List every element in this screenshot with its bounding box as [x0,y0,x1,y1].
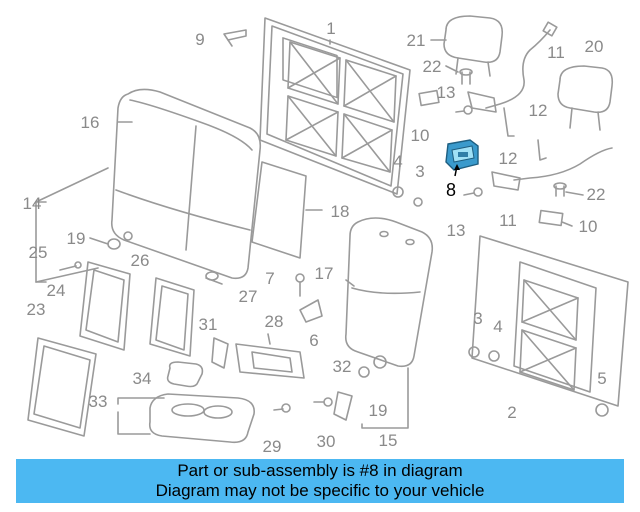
callout-32: 32 [333,357,352,376]
callout-10a: 10 [411,126,430,145]
callout-20: 20 [585,37,604,56]
banner-line-1: Part or sub-assembly is #8 in diagram [177,461,463,480]
part-32-hinge [333,391,353,421]
fasteners-3-4-5 [392,186,609,417]
callout-22b: 22 [587,185,606,204]
callout-12a: 12 [499,149,518,168]
part-11-cable [485,21,613,181]
callout-5: 5 [597,369,606,388]
part-9-clip [223,29,247,47]
callout-21: 21 [407,31,426,50]
callout-18: 18 [331,202,350,221]
callout-34: 34 [133,369,152,388]
leader-lines [35,39,584,435]
part-16-seatback-cushion [110,88,262,280]
callout-27: 27 [239,287,258,306]
callout-13a: 13 [437,83,456,102]
part-20-headrest [557,65,614,131]
callout-2: 2 [507,403,516,422]
callout-3b: 3 [473,309,482,328]
headrest-bracket-lower [491,171,521,191]
callout-29: 29 [263,437,282,456]
part-28-hinge-assembly [235,333,305,379]
part-17-side-cushion [344,217,434,368]
misc-bolts [59,261,333,413]
callout-9: 9 [195,30,204,49]
part-10-button [418,89,440,107]
callout-4b: 4 [493,317,502,336]
part-33-armrest [148,393,255,444]
part-12-bracket-b [537,139,547,161]
callout-14: 14 [23,194,42,213]
callout-3a: 3 [415,162,424,181]
callout-7: 7 [265,269,274,288]
callout-1: 1 [326,19,335,38]
callout-30: 30 [317,432,336,451]
part-21-headrest [443,15,504,77]
callout-28: 28 [265,312,284,331]
callout-19b: 19 [369,401,388,420]
parts-diagram: 1 2 3 3 4 4 5 6 7 8 9 10 10 11 11 12 12 … [23,15,629,456]
headrest-bracket-upper [467,91,497,113]
part-18-pad [251,161,307,259]
callout-23: 23 [27,300,46,319]
part-26-panel [149,277,195,357]
callout-11b: 11 [499,211,517,230]
info-banner: Part or sub-assembly is #8 in diagram Di… [16,459,624,503]
callout-13b: 13 [447,221,466,240]
callout-24: 24 [47,281,66,300]
callout-25: 25 [29,243,48,262]
part-2-seatback-frame [471,235,629,407]
part-34-cupholder [166,361,204,388]
part-22-guide [459,68,567,197]
callout-12b: 12 [529,101,548,120]
part-13-bolt [455,105,483,197]
callout-6: 6 [309,331,318,350]
callout-17: 17 [315,264,334,283]
callout-31: 31 [199,315,218,334]
part-6-bracket [299,299,323,323]
part-31-hinge [211,337,229,369]
callout-19a: 19 [67,229,86,248]
part-12-bracket [503,107,515,137]
callout-10b: 10 [579,217,598,236]
part-1-seatback-frame [259,17,411,195]
part-24-panel [79,261,131,351]
part-8-highlighted [445,139,479,177]
callout-16: 16 [81,113,100,132]
callout-15: 15 [379,431,398,450]
callout-11a: 11 [547,43,565,62]
banner-line-2: Diagram may not be specific to your vehi… [155,481,485,500]
callout-8: 8 [446,180,456,200]
callout-26: 26 [131,251,150,270]
part-23-panel [27,337,97,437]
part-10-button-b [538,209,564,227]
callout-4a: 4 [393,152,402,171]
callout-33: 33 [89,392,108,411]
callout-22a: 22 [423,57,442,76]
